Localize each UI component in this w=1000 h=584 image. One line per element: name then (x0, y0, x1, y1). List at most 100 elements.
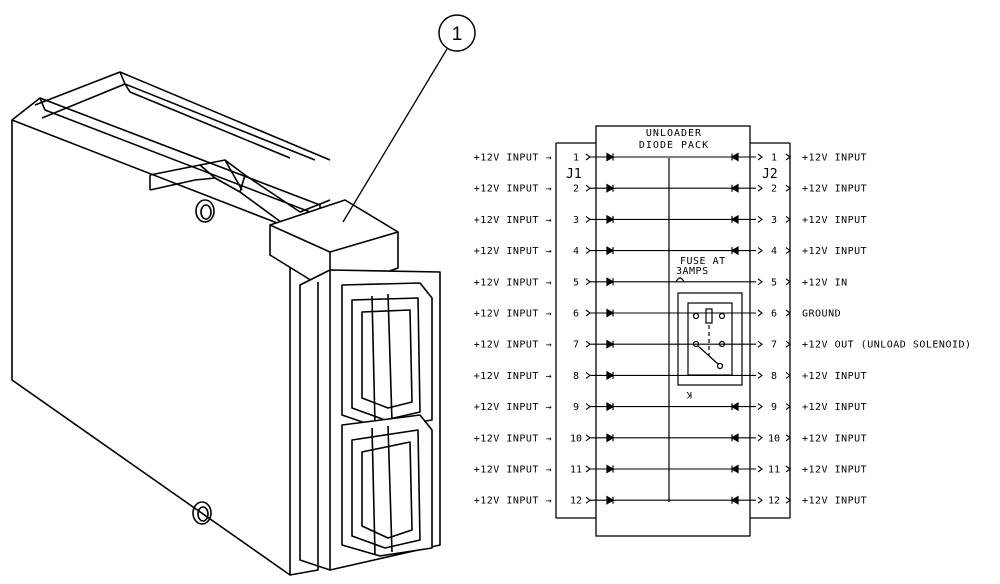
right-pin-label: +12V INPUT (802, 153, 867, 164)
right-pin-chevron-out (785, 371, 791, 379)
right-pin-number: 6 (771, 309, 777, 320)
pin-row: +12V INPUT → 2 2 +12V INPUT (474, 183, 867, 195)
right-pin-number: 7 (771, 340, 777, 351)
right-pin-chevron-out (785, 309, 791, 317)
right-pin-number: 8 (771, 371, 777, 382)
callout-leader-line (342, 48, 448, 223)
right-pin-chevron (757, 403, 763, 411)
fuse-label-line2: 3AMPS (676, 266, 709, 277)
right-pin-chevron-out (785, 496, 791, 504)
left-pin-chevron (585, 309, 591, 317)
right-pin-number: 3 (771, 215, 777, 226)
callout-number: 1 (452, 24, 463, 45)
left-pin-number: 6 (573, 309, 579, 320)
left-pin-label: +12V INPUT → (474, 277, 552, 288)
right-pin-chevron (757, 434, 763, 442)
right-pin-chevron-out (785, 340, 791, 348)
pin-row: +12V INPUT → 7 7 +12V OUT (UNLOAD SOLENOID) (474, 339, 972, 351)
right-pin-number: 5 (771, 277, 777, 288)
right-pin-label: +12V INPUT (802, 215, 867, 226)
left-pin-chevron (585, 434, 591, 442)
right-pin-chevron (757, 153, 763, 161)
right-pin-label: +12V INPUT (802, 371, 867, 382)
left-pin-number: 8 (573, 371, 579, 382)
left-diode (606, 214, 615, 224)
left-pin-chevron (585, 215, 591, 223)
pin-row: +12V INPUT → 11 11 +12V INPUT (474, 464, 867, 476)
left-diode (606, 246, 615, 256)
left-pin-label: +12V INPUT → (474, 184, 552, 195)
right-pin-chevron (757, 278, 763, 286)
connector-illustration (11, 71, 441, 576)
right-pin-chevron (757, 184, 763, 192)
left-pin-label: +12V INPUT → (474, 465, 552, 476)
j2-label: J2 (762, 167, 778, 182)
left-pin-chevron (585, 465, 591, 473)
right-pin-label: +12V INPUT (802, 465, 867, 476)
pin-row: +12V INPUT → 3 3 +12V INPUT (474, 214, 867, 226)
callout-bubble: 1 (342, 14, 476, 223)
left-diode (606, 464, 615, 474)
left-pin-label: +12V INPUT → (474, 496, 552, 507)
right-pin-label: +12V INPUT (802, 246, 867, 257)
right-pin-number: 11 (768, 465, 780, 476)
right-pin-chevron-out (785, 153, 791, 161)
left-pin-label: +12V INPUT → (474, 340, 552, 351)
left-diode (606, 495, 615, 505)
relay-mark: K (686, 389, 692, 399)
left-diode (606, 402, 615, 412)
right-diode (730, 464, 739, 474)
right-diode (730, 402, 739, 412)
right-diode (730, 433, 739, 443)
left-pin-chevron (585, 153, 591, 161)
left-pin-number: 3 (573, 215, 579, 226)
relay-switch (675, 277, 743, 386)
right-diode (730, 214, 739, 224)
right-pin-chevron (757, 465, 763, 473)
left-pin-chevron (585, 247, 591, 255)
pack-outline (595, 125, 751, 537)
left-diode (606, 370, 615, 380)
right-pin-number: 9 (771, 402, 777, 413)
left-pin-number: 7 (573, 340, 579, 351)
left-pin-chevron (585, 278, 591, 286)
pin-row: +12V INPUT → 8 8 +12V INPUT (474, 370, 867, 382)
right-pin-number: 2 (771, 184, 777, 195)
left-diode (606, 308, 615, 318)
right-pin-label: +12V INPUT (802, 496, 867, 507)
right-pin-chevron-out (785, 215, 791, 223)
left-diode (606, 339, 615, 349)
fuse-label-line1: FUSE AT (680, 256, 726, 267)
left-pin-number: 9 (573, 402, 579, 413)
right-pin-chevron (757, 371, 763, 379)
left-pin-label: +12V INPUT → (474, 402, 552, 413)
left-pin-label: +12V INPUT → (474, 153, 552, 164)
right-pin-chevron (757, 247, 763, 255)
left-pin-label: +12V INPUT → (474, 246, 552, 257)
left-pin-number: 11 (570, 465, 582, 476)
left-pin-chevron (585, 340, 591, 348)
pack-title-line2: DIODE PACK (639, 140, 709, 151)
j1-label: J1 (566, 167, 582, 182)
right-pin-chevron (757, 340, 763, 348)
right-pin-label: GROUND (802, 309, 841, 320)
left-pin-chevron (585, 371, 591, 379)
left-pin-label: +12V INPUT → (474, 371, 552, 382)
left-pin-number: 2 (573, 184, 579, 195)
right-diode (730, 246, 739, 256)
right-pin-label: +12V INPUT (802, 184, 867, 195)
right-pin-chevron (757, 215, 763, 223)
left-pin-label: +12V INPUT → (474, 215, 552, 226)
left-diode (606, 183, 615, 193)
left-pin-number: 12 (570, 496, 582, 507)
left-diode (606, 277, 615, 287)
right-pin-number: 4 (771, 246, 777, 257)
right-pin-label: +12V OUT (UNLOAD SOLENOID) (802, 340, 972, 351)
